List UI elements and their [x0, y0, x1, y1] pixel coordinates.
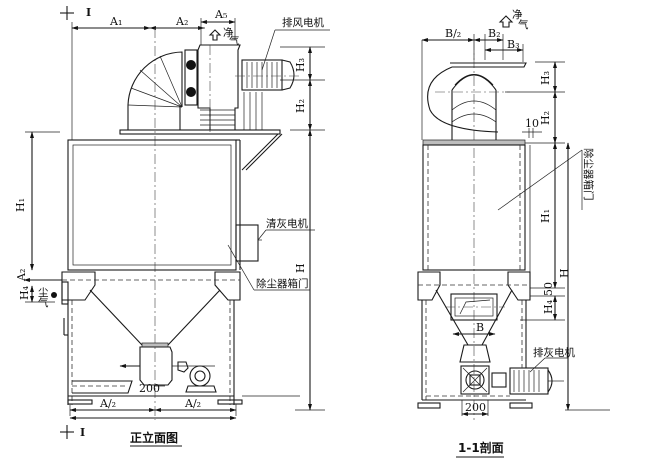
discharge-valve-motor — [172, 361, 217, 393]
dim-b3-label: B₃ — [507, 38, 520, 51]
hopper-section — [417, 271, 531, 346]
dimension-left-h1: H₁ A₂ H₄ — [14, 131, 60, 303]
dim-h3-label-section: H₃ — [539, 71, 552, 85]
dimension-a5: A₅ — [200, 8, 236, 45]
dim-h4-label-section: H₄ — [542, 299, 555, 314]
dim-200-label-section: 200 — [465, 401, 486, 414]
cleaning-motor-label: 清灰电机 — [266, 217, 308, 230]
clean-air-label: 净 — [223, 26, 234, 39]
collector-body-section — [422, 144, 531, 290]
cleaning-motor-callout: 清灰电机 — [257, 217, 315, 241]
dimension-outlet-200-section: 200 — [461, 400, 489, 416]
dim-a2-label: A₂ — [175, 15, 188, 28]
dim-h3-label-front: H₃ — [294, 58, 307, 72]
dim-a2-label-left: A₂ — [15, 269, 28, 282]
clean-air-label-section: 净 — [512, 8, 523, 21]
dim-a1-label: A₁ — [109, 15, 122, 28]
cleaning-motor — [235, 224, 262, 262]
dim-10-label: 10 — [525, 117, 539, 130]
fan-volute-section — [427, 62, 527, 140]
top-plate-section — [422, 139, 526, 146]
dim-half-a-right: A/₂ — [184, 397, 201, 410]
dim-h-label-front: H — [294, 263, 307, 273]
dimension-a1-a2: A₁ A₂ — [71, 15, 205, 140]
dim-200-label-front: 200 — [139, 382, 160, 395]
dimension-b: B/₂ B₂ B₃ — [421, 27, 524, 140]
support-legs-section — [417, 300, 533, 409]
ash-motor-label: 排灰电机 — [533, 346, 575, 359]
clean-air-outlet-arrow-section: 净 气 — [498, 8, 529, 31]
dust-air-label: 尘 — [38, 287, 49, 299]
dim-h1-label-front: H₁ — [14, 198, 27, 212]
collector-door-label-section: 除尘器箱门 — [582, 148, 595, 201]
dim-h1-label-section: H₁ — [539, 209, 552, 223]
dim-a5-label: A₅ — [214, 8, 227, 21]
rotary-valve-section — [459, 344, 491, 395]
collector-door-callout-section: 除尘器箱门 — [497, 148, 595, 211]
dusty-air-inlet: 尘 气 — [23, 278, 69, 309]
dust-hopper — [61, 271, 241, 386]
dim-b-label: B — [476, 321, 484, 334]
dim-half-a-left: A/₂ — [99, 397, 116, 410]
clean-air-label-2: 气 — [229, 34, 240, 47]
dim-h-label-section: H — [558, 268, 571, 278]
collector-door-callout: 除尘器箱门 — [227, 244, 310, 291]
dimension-b-width: B — [452, 321, 496, 336]
section-mark-top: I — [60, 6, 91, 20]
dimension-right-h: H₃ H₂ H — [280, 46, 325, 411]
exhaust-motor-label: 排风电机 — [282, 16, 324, 29]
dim-h2-label-section: H₂ — [539, 111, 552, 125]
dim-h2-label-front: H₂ — [294, 99, 307, 113]
clean-air-outlet-arrow: 净 气 — [208, 26, 240, 47]
support-legs — [63, 300, 243, 405]
dim-b2-label: B₂ — [488, 27, 501, 40]
section-mark-label-bottom: I — [80, 426, 85, 439]
section-view-title: 1-1剖面 — [458, 440, 504, 455]
section-mark-label-top: I — [86, 6, 91, 19]
dimension-outlet-200: 200 — [139, 382, 165, 395]
section-mark-bottom: I — [60, 425, 85, 439]
front-view-title: 正立面图 — [130, 430, 178, 445]
exhaust-fan — [184, 44, 241, 135]
dim-b-half-label: B/₂ — [445, 27, 461, 40]
ash-motor-callout: 排灰电机 — [529, 346, 575, 373]
dim-50-label-section: 50 — [542, 282, 555, 296]
dimension-gap-10: 10 — [522, 117, 542, 138]
dimension-half-a: A/₂ A/₂ — [69, 397, 237, 420]
fan-platform — [119, 129, 283, 171]
section-view: B/₂ B₂ B₃ 净 气 — [417, 8, 610, 458]
exhaust-motor — [235, 59, 300, 130]
exhaust-motor-callout: 排风电机 — [261, 16, 330, 71]
collector-door-label-front: 除尘器箱门 — [256, 277, 309, 290]
dim-h4-label-front: H₄ — [18, 285, 31, 300]
collector-box — [67, 139, 241, 271]
clean-air-label-section-2: 气 — [518, 18, 529, 31]
ash-discharge-motor — [491, 367, 564, 395]
dust-air-label-2: 气 — [38, 296, 49, 309]
dimension-right-h-section: H₃ H₂ H₁ 50 H₄ H — [505, 61, 610, 411]
front-elevation: I I A₁ A₂ A₅ 净 气 — [14, 6, 330, 447]
